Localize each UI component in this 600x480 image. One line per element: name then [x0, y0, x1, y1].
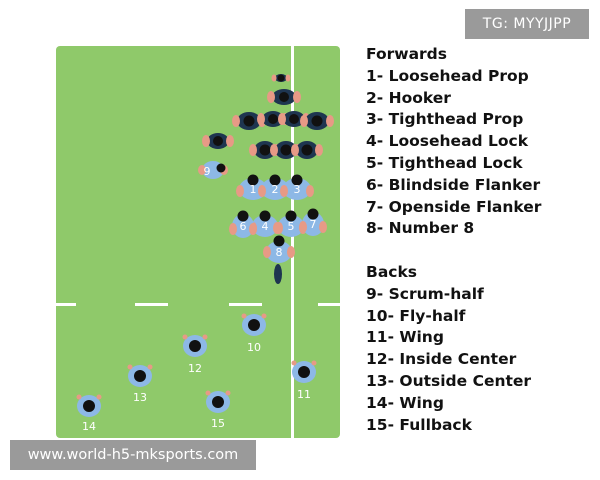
back-player	[182, 334, 208, 357]
watermark-top-badge: TG: MYYJJPP	[465, 9, 589, 39]
legend-item: 7- Openside Flanker	[366, 197, 542, 216]
legend-item: 5- Tighthead Lock	[366, 153, 523, 172]
touchline	[291, 46, 294, 438]
legend-item: 12- Inside Center	[366, 350, 517, 369]
legend-item: 3- Tighthead Prop	[366, 110, 524, 129]
legend-item: 1- Loosehead Prop	[366, 66, 529, 85]
forward-player: 7	[299, 208, 327, 236]
opponent-player	[291, 141, 323, 159]
jersey-number: 2	[272, 183, 279, 196]
jersey-number: 1	[250, 183, 257, 196]
back-player	[291, 360, 317, 383]
legend-spacer	[366, 240, 596, 262]
legend-item: 13- Outside Center	[366, 371, 532, 390]
back-position-label: 15	[211, 417, 225, 430]
back-player	[205, 390, 231, 413]
jersey-number: 5	[288, 220, 295, 233]
legend-item: 2- Hooker	[366, 88, 451, 107]
dashed-field-line	[56, 303, 340, 306]
jersey-number: 9	[204, 165, 211, 178]
back-player	[241, 313, 267, 336]
back-position-label: 13	[133, 391, 147, 404]
legend-item: 9- Scrum-half	[366, 284, 484, 303]
jersey-number: 6	[240, 220, 247, 233]
opponent-player	[267, 89, 301, 105]
forward-player: 6	[229, 210, 257, 238]
legend-item: 14- Wing	[366, 393, 444, 412]
back-position-label: 10	[247, 341, 261, 354]
jersey-number: 3	[294, 183, 301, 196]
back-position-label: 12	[188, 362, 202, 375]
back-position-label: 11	[297, 388, 311, 401]
opponent-player	[202, 133, 234, 149]
opponent-player	[271, 74, 291, 82]
scrum-half-player: 9	[198, 161, 228, 179]
opponent-player	[232, 112, 266, 130]
forwards-heading: Forwards	[366, 45, 447, 63]
player-shadow	[274, 264, 282, 284]
legend-item: 8- Number 8	[366, 219, 475, 238]
jersey-number: 4	[262, 220, 269, 233]
watermark-bottom-badge: www.world-h5-mksports.com	[10, 440, 256, 470]
opponent-player	[300, 112, 334, 130]
legend-item: 10- Fly-half	[366, 306, 466, 325]
back-player	[76, 394, 102, 417]
backs-heading: Backs	[366, 262, 417, 281]
jersey-number: 8	[276, 246, 283, 259]
position-legend: Forwards 1- Loosehead Prop 2- Hooker 3- …	[366, 44, 596, 436]
legend-item: 4- Loosehead Lock	[366, 132, 529, 151]
forward-player: 8	[263, 235, 295, 263]
legend-item: 15- Fullback	[366, 415, 472, 434]
legend-item: 11- Wing	[366, 328, 444, 347]
jersey-number: 7	[310, 218, 317, 231]
forward-player: 3	[280, 174, 314, 200]
legend-item: 6- Blindside Flanker	[366, 175, 541, 194]
back-player	[127, 364, 153, 387]
back-position-label: 14	[82, 420, 96, 433]
